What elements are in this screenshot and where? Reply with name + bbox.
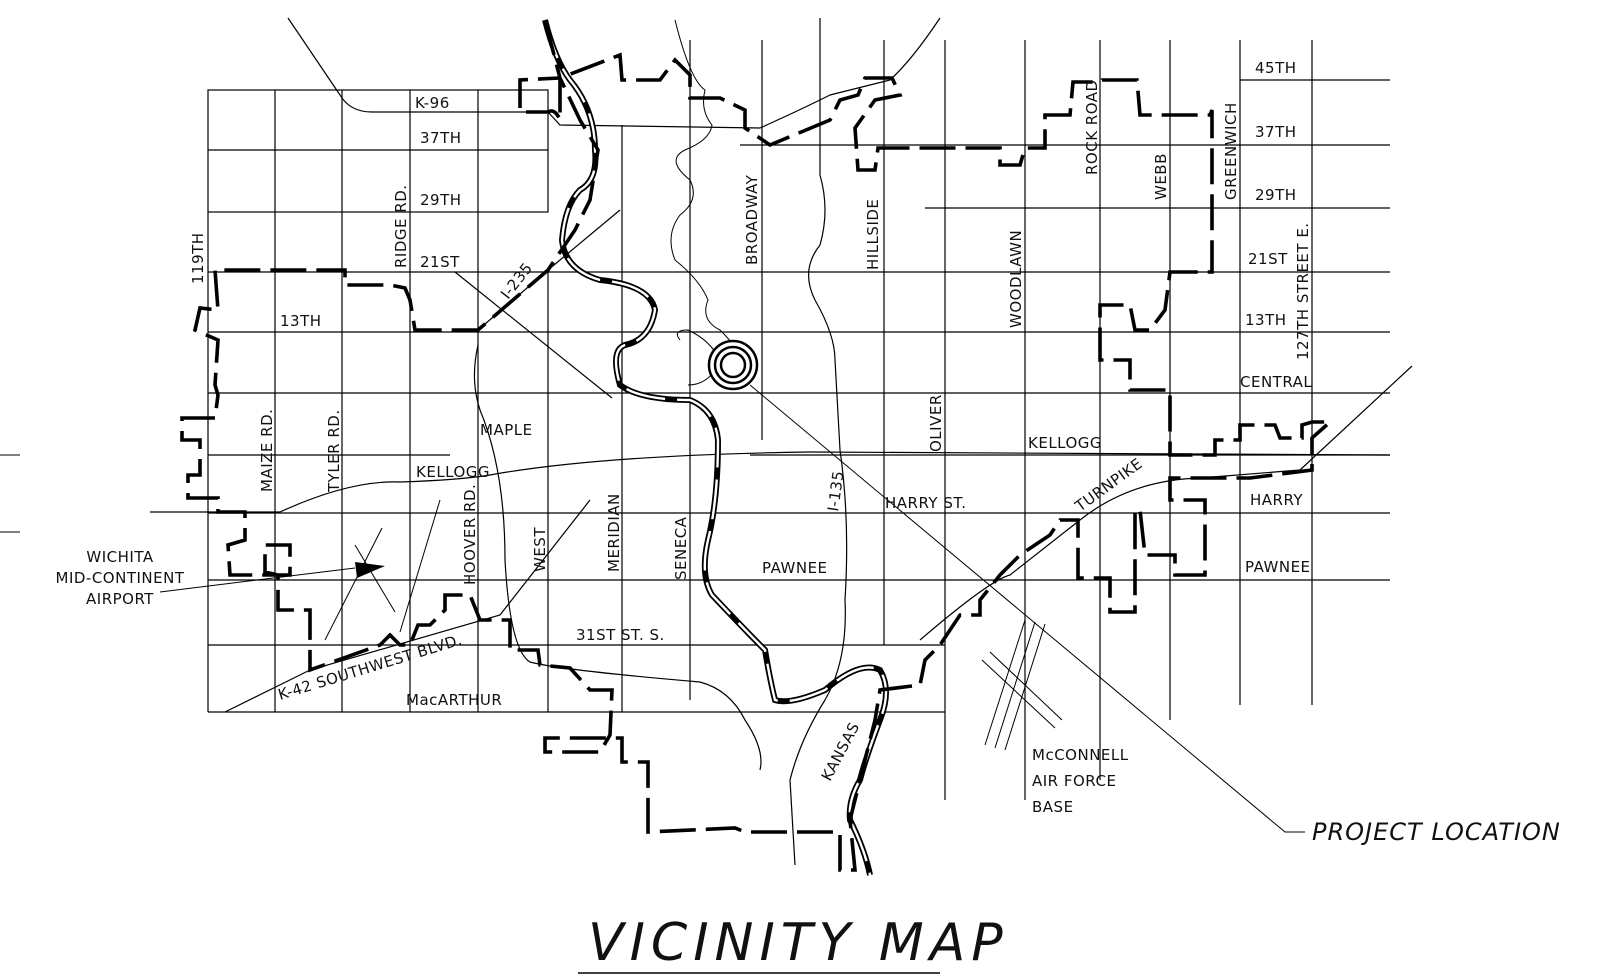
- label-woodlawn: WOODLAWN: [1007, 230, 1025, 328]
- label-i135: I-135: [824, 469, 848, 512]
- map-title: VICINITY MAP: [578, 913, 1009, 974]
- label-webb: WEBB: [1152, 153, 1170, 200]
- label-13th-east: 13TH: [1245, 311, 1287, 329]
- airport-pointer: [159, 562, 385, 593]
- label-maple: MAPLE: [480, 421, 533, 439]
- label-pawnee-central: PAWNEE: [762, 559, 828, 577]
- label-kellogg-east: KELLOGG: [1028, 434, 1102, 452]
- label-45th-east: 45TH: [1255, 59, 1297, 77]
- street-labels: K-96 37TH 29TH 21ST 13TH MAPLE KELLOGG P…: [189, 59, 1312, 784]
- label-31st: 31ST ST. S.: [576, 626, 665, 644]
- label-broadway: BROADWAY: [743, 174, 761, 265]
- project-location-marker: [707, 339, 1305, 833]
- label-west: WEST: [531, 527, 549, 572]
- afb-label-line-1: McCONNELL: [1032, 746, 1129, 764]
- label-rock-road: ROCK ROAD: [1083, 79, 1101, 175]
- label-tyler: TYLER RD.: [325, 409, 343, 493]
- label-k96: K-96: [415, 94, 450, 112]
- label-harry-central: HARRY ST.: [885, 494, 967, 512]
- label-37th-west: 37TH: [420, 129, 462, 147]
- label-kellogg-west: KELLOGG: [416, 463, 490, 481]
- label-21st-east: 21ST: [1248, 250, 1288, 268]
- label-hillside: HILLSIDE: [864, 199, 882, 270]
- label-127th: 127TH STREET E.: [1294, 222, 1312, 360]
- street-grid: [207, 40, 1390, 800]
- map-title-text: VICINITY MAP: [588, 913, 1009, 973]
- label-seneca: SENECA: [672, 516, 690, 580]
- label-maize: MAIZE RD.: [258, 409, 276, 492]
- label-ridge: RIDGE RD.: [392, 184, 410, 268]
- label-greenwich: GREENWICH: [1222, 102, 1240, 200]
- label-macarthur: MacARTHUR: [406, 691, 502, 709]
- label-29th-east: 29TH: [1255, 186, 1297, 204]
- label-29th-west: 29TH: [420, 191, 462, 209]
- label-harry-east: HARRY: [1250, 491, 1303, 509]
- label-central-east: CENTRAL: [1240, 373, 1312, 391]
- airport-label-line-3: AIRPORT: [86, 590, 154, 608]
- project-location-label: PROJECT LOCATION: [1312, 818, 1561, 846]
- label-pawnee-east: PAWNEE: [1245, 558, 1311, 576]
- label-119th: 119TH: [189, 232, 207, 284]
- city-limits: [180, 19, 1335, 872]
- label-13th-west: 13TH: [280, 312, 322, 330]
- label-hoover: HOOVER RD.: [461, 484, 479, 585]
- afb-label-line-2: AIR FORCE: [1032, 772, 1116, 790]
- label-kansas: KANSAS: [818, 719, 864, 784]
- label-turnpike: TURNPIKE: [1071, 454, 1146, 515]
- air-force-base-label: McCONNELL AIR FORCE BASE: [1032, 746, 1129, 816]
- airport-label-line-2: MID-CONTINENT: [56, 569, 185, 587]
- label-meridian: MERIDIAN: [605, 493, 623, 572]
- arkansas-river: [542, 19, 889, 876]
- label-oliver: OLIVER: [927, 394, 945, 452]
- label-21st-west: 21ST: [420, 253, 460, 271]
- afb-label-line-3: BASE: [1032, 798, 1074, 816]
- label-37th-east: 37TH: [1255, 123, 1297, 141]
- airport-label-line-1: WICHITA: [86, 548, 153, 566]
- airport-label: WICHITA MID-CONTINENT AIRPORT: [56, 548, 185, 608]
